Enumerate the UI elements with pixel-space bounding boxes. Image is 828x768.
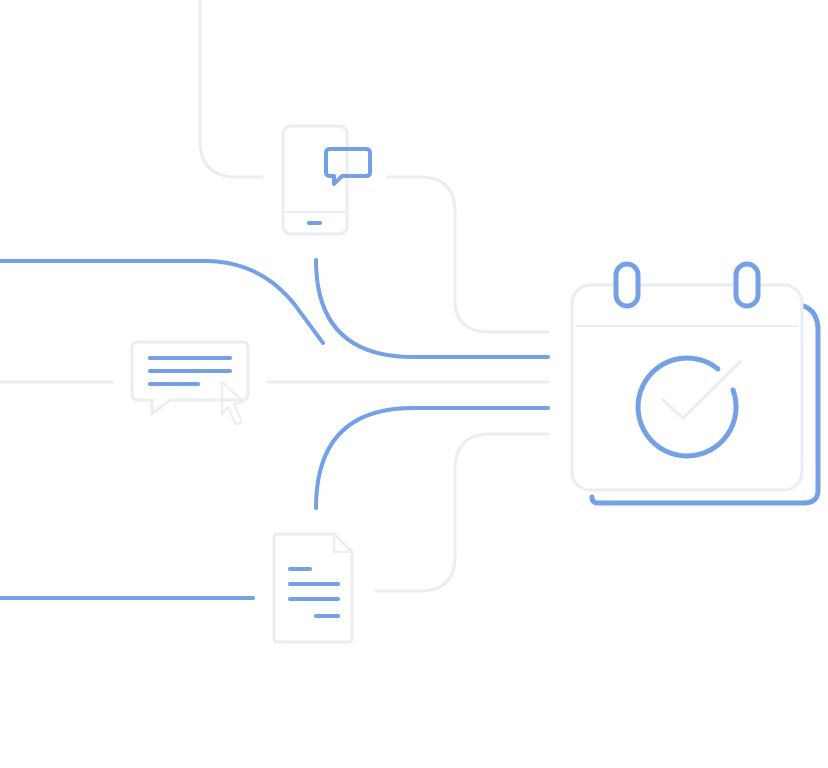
blue-connectors: [0, 258, 550, 600]
faint-connectors: [0, 0, 550, 593]
document-icon: [272, 532, 354, 644]
calendar-check-icon: [570, 261, 821, 506]
message-cursor-icon: [130, 340, 250, 426]
phone-chat-icon: [281, 124, 372, 236]
